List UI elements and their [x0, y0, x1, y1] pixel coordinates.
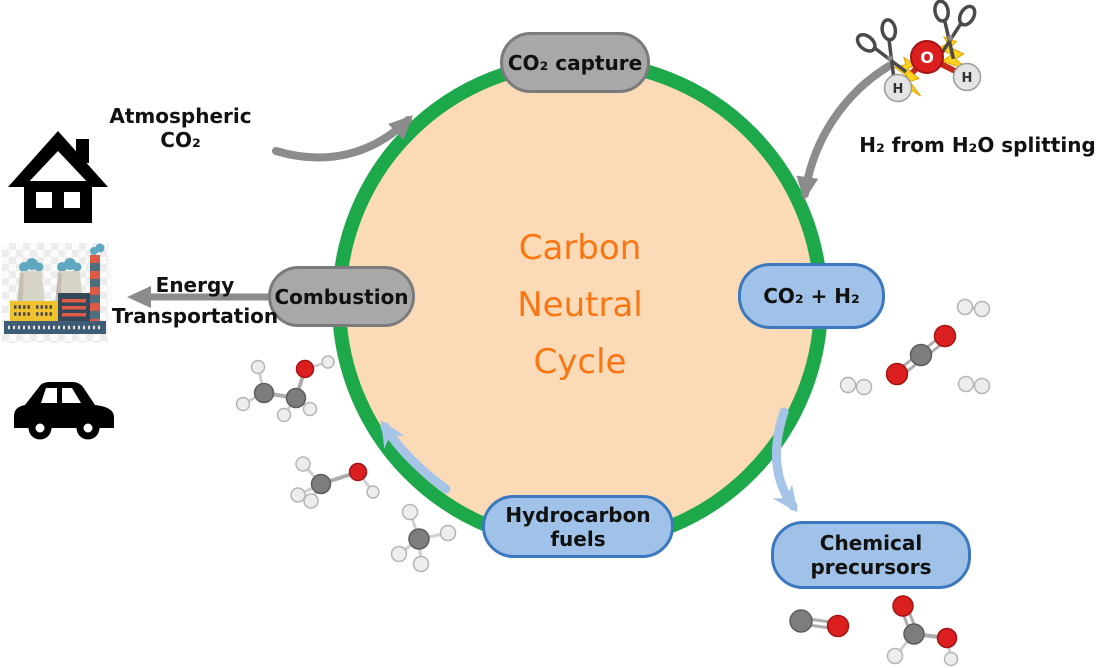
power-plant-icon	[2, 243, 108, 343]
node-hydrocarbon-fuels: Hydrocarbon fuels	[482, 495, 674, 558]
h2-molecule	[839, 376, 873, 396]
methanol-molecule	[290, 456, 380, 509]
label-atmospheric-co2: Atmospheric CO₂	[109, 104, 252, 152]
node-chemical-precursors: Chemical precursors	[771, 521, 971, 589]
node-co2-capture: CO₂ capture	[500, 32, 650, 93]
node-co2-capture-label: CO₂ capture	[507, 50, 643, 75]
node-chemical-precursors-label: Chemical precursors	[810, 531, 932, 579]
scissors-icon	[855, 18, 908, 80]
scissors-icon	[933, 0, 977, 60]
carbon-monoxide-molecule	[789, 609, 850, 638]
ethanol-molecule	[235, 355, 335, 423]
label-h2-from-h2o-splitting: H₂ from H₂O splitting	[859, 133, 1096, 157]
co2-molecule	[885, 324, 957, 386]
lightning-bolt-icon	[893, 56, 922, 97]
water-molecule: O H H	[883, 40, 982, 103]
water-splitting-graphic: O H H	[855, 0, 982, 103]
hydrogen-label: H	[962, 71, 973, 86]
node-combustion: Combustion	[268, 266, 415, 327]
hydrogen-label: H	[893, 82, 904, 97]
o-h-bond	[925, 54, 969, 80]
h2o-splitting-arrow	[796, 62, 893, 201]
label-energy-transportation: Energy Transportation	[111, 273, 279, 328]
cycle-title: Carbon Neutral Cycle	[517, 228, 643, 382]
formic-acid-molecule	[886, 595, 959, 667]
h2-molecule	[956, 298, 991, 318]
node-co2-h2: CO₂ + H₂	[738, 263, 885, 329]
lightning-bolt-icon	[935, 36, 970, 71]
node-combustion-label: Combustion	[274, 284, 409, 309]
o-h-bond	[895, 54, 930, 91]
node-hydrocarbon-fuels-label: Hydrocarbon fuels	[505, 502, 651, 551]
power-plant-art	[4, 243, 106, 334]
node-co2-h2-label: CO₂ + H₂	[763, 284, 860, 308]
car-icon	[14, 382, 114, 440]
h2-molecule	[957, 375, 991, 395]
methane-molecule	[390, 503, 457, 573]
oxygen-label: O	[920, 48, 934, 67]
